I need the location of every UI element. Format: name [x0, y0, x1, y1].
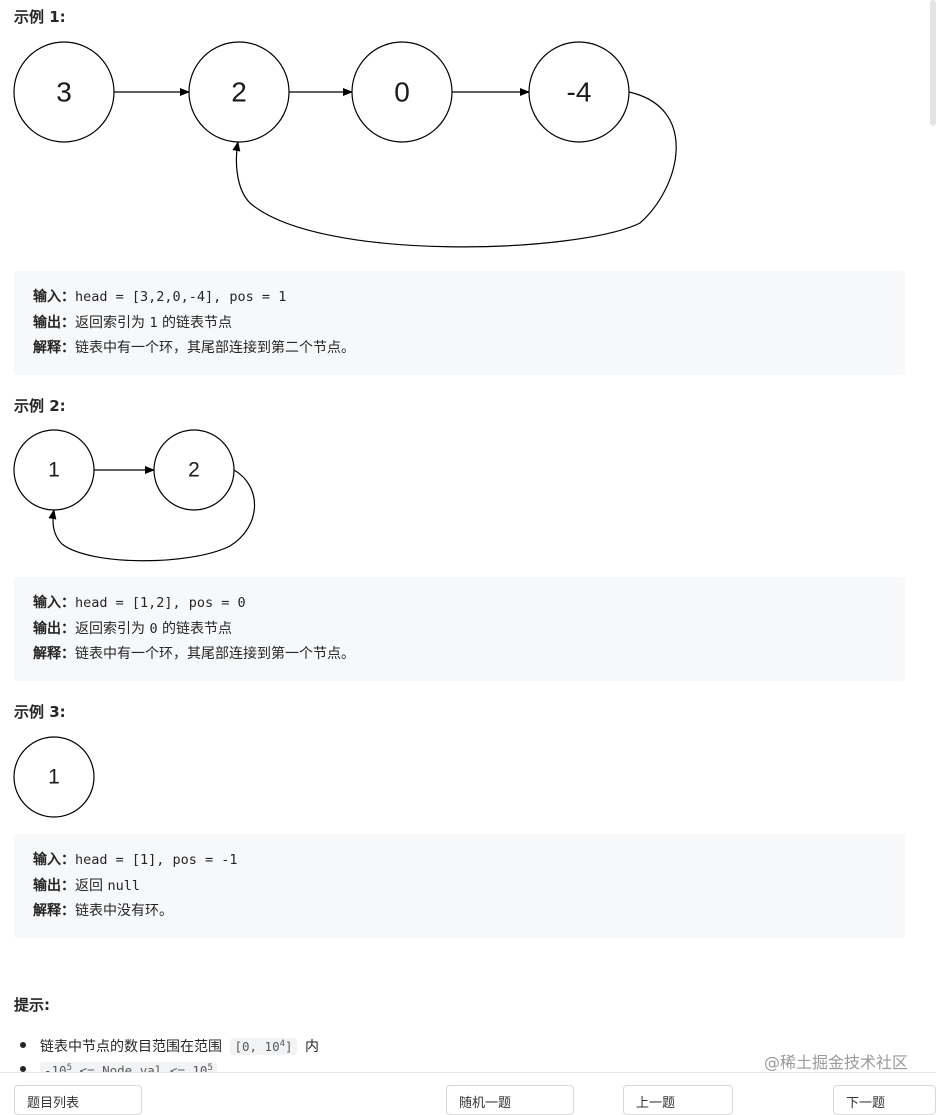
example-3-title: 示例 3: — [14, 703, 66, 721]
node-circle — [13, 736, 95, 818]
scrollbar[interactable] — [930, 0, 936, 126]
output-code: 1 — [149, 314, 158, 331]
output-code: 0 — [149, 620, 158, 637]
node-circle — [13, 41, 115, 143]
hints-title: 提示: — [14, 996, 50, 1014]
node-label: 3 — [56, 77, 72, 108]
output-label: 输出： — [33, 877, 75, 894]
node-label: 1 — [48, 459, 60, 482]
input-value: head = [1], pos = -1 — [75, 852, 238, 868]
explain-text: 链表中有一个环，其尾部连接到第一个节点。 — [75, 646, 355, 662]
node-circle — [13, 429, 95, 511]
input-label: 输入： — [33, 852, 75, 868]
explain-text: 链表中没有环。 — [75, 903, 173, 919]
node-label: 0 — [394, 77, 410, 108]
example-2-title: 示例 2: — [14, 397, 66, 415]
random-problem-button[interactable]: 随机一题 — [446, 1085, 574, 1115]
output-code: null — [107, 877, 140, 894]
output-text: 返回 — [75, 877, 108, 894]
example-1-title: 示例 1: — [14, 8, 66, 26]
input-value: head = [1,2], pos = 0 — [75, 595, 246, 611]
hint-item: 链表中节点的数目范围在范围 [0, 104] 内 — [19, 1032, 320, 1056]
example-3-codebox: 输入：head = [1], pos = -1 输出：返回 null 解释：链表… — [14, 834, 905, 938]
prev-problem-button[interactable]: 上一题 — [623, 1085, 733, 1115]
example-2-codebox: 输入：head = [1,2], pos = 0 输出：返回索引为 0 的链表节… — [14, 577, 905, 681]
explain-text: 链表中有一个环，其尾部连接到第二个节点。 — [75, 340, 355, 356]
example-3-diagram: 1 — [13, 736, 95, 818]
output-text: 返回索引为 — [75, 620, 150, 637]
hint-text: 链表中节点的数目范围在范围 — [40, 1039, 227, 1056]
example-1-codebox: 输入：head = [3,2,0,-4], pos = 1 输出：返回索引为 1… — [14, 271, 905, 375]
hint-text-post: 内 — [300, 1039, 320, 1056]
problem-list-button[interactable]: 题目列表 — [14, 1085, 142, 1115]
example-1-diagram: 3 2 0 -4 — [13, 41, 677, 248]
explain-label: 解释： — [33, 646, 75, 662]
node-label: -4 — [567, 77, 592, 108]
input-value: head = [3,2,0,-4], pos = 1 — [75, 289, 287, 305]
next-problem-button[interactable]: 下一题 — [833, 1085, 936, 1115]
bottom-toolbar: 题目列表 随机一题 上一题 下一题 — [0, 1072, 936, 1115]
node-circle — [153, 429, 235, 511]
input-label: 输入： — [33, 595, 75, 611]
cycle-edge — [48, 469, 256, 562]
watermark: @稀土掘金技术社区 — [763, 1053, 908, 1072]
example-2-diagram: 1 2 — [13, 429, 256, 562]
node-circle — [188, 41, 290, 143]
output-text-post: 的链表节点 — [157, 620, 233, 637]
node-circle — [351, 41, 453, 143]
output-text: 返回索引为 — [75, 314, 150, 331]
hint-code: [0, 104] — [230, 1038, 297, 1056]
node-circle — [528, 41, 630, 143]
explain-label: 解释： — [33, 903, 75, 919]
output-label: 输出： — [33, 314, 75, 331]
node-label: 1 — [48, 766, 60, 789]
output-text-post: 的链表节点 — [157, 314, 233, 331]
node-label: 2 — [188, 459, 200, 482]
cycle-edge — [232, 91, 677, 248]
output-label: 输出： — [33, 620, 75, 637]
input-label: 输入： — [33, 289, 75, 305]
node-label: 2 — [231, 77, 247, 108]
explain-label: 解释： — [33, 340, 75, 356]
